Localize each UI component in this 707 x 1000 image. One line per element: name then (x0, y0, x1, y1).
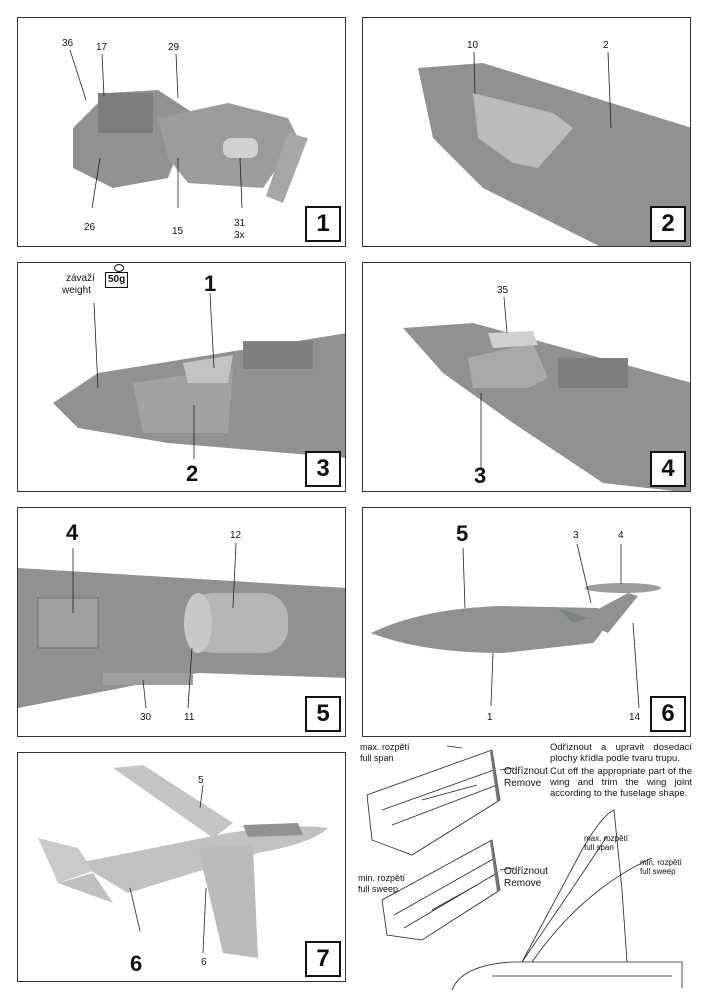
bottom-wing-label-en: full sweep (358, 884, 399, 894)
step-6-panel: 5 3 4 1 14 6 (362, 507, 691, 737)
step-3-illustration (53, 292, 345, 459)
step-4-panel: 35 3 4 (362, 262, 691, 492)
step-number-6: 6 (650, 696, 686, 732)
step-number-1: 1 (305, 206, 341, 242)
tail-min-label-cz: min. rozpětí (640, 858, 682, 867)
callout-part-3: 3 (474, 463, 487, 488)
callout-part-1: 1 (204, 271, 217, 296)
part-14-label: 14 (629, 712, 641, 723)
part-31-quantity: 3x (234, 230, 245, 241)
weight-icon (114, 264, 124, 272)
part-29-label: 29 (168, 42, 180, 53)
weight-label-cz: závaží (66, 273, 95, 284)
tail-max-label-cz: max. rozpětí (584, 834, 629, 843)
part-35-label: 35 (497, 285, 509, 296)
part-1-label: 1 (487, 712, 493, 723)
step-1-panel: 36 17 29 26 15 31 3x 1 (17, 17, 346, 247)
step-7-illustration (38, 765, 328, 958)
part-15-label: 15 (172, 226, 184, 237)
wing-instruction-en: Cut off the appropriate part of the wing… (550, 766, 692, 799)
step-number-5: 5 (305, 696, 341, 732)
part-26-label: 26 (84, 222, 96, 233)
part-36-label: 36 (62, 38, 74, 49)
callout-part-6: 6 (130, 951, 143, 976)
part-5-label: 5 (198, 775, 204, 786)
step-number-2: 2 (650, 206, 686, 242)
step-3-panel: závaží weight 50g 1 2 3 (17, 262, 346, 492)
step-number-4: 4 (650, 451, 686, 487)
part-30-label: 30 (140, 712, 152, 723)
step-6-illustration (371, 543, 661, 709)
step-5-panel: 4 12 30 11 5 (17, 507, 346, 737)
callout-part-2: 2 (186, 461, 199, 486)
callout-part-4: 4 (66, 520, 79, 545)
bottom-wing-label-cz: min. rozpětí (358, 873, 406, 883)
step-5-illustration (18, 542, 345, 709)
part-2-label: 2 (603, 40, 609, 51)
part-4-label: 4 (618, 530, 624, 541)
part-3-label: 3 (573, 530, 579, 541)
tail-min-label-en: full sweep (640, 867, 676, 876)
tail-max-label-en: full span (584, 843, 614, 852)
part-12-label: 12 (230, 530, 242, 541)
part-6-label: 6 (201, 957, 207, 968)
remove-label-en-1: Remove (504, 778, 542, 789)
remove-label-cz-1: Odříznout (504, 766, 548, 777)
remove-label-en-2: Remove (504, 878, 542, 889)
part-10-label: 10 (467, 40, 479, 51)
weight-label-en: weight (62, 285, 91, 296)
callout-part-5: 5 (456, 521, 469, 546)
step-2-illustration (418, 51, 690, 246)
step-7-panel: 5 6 6 7 (17, 752, 346, 982)
step-2-panel: 10 2 2 (362, 17, 691, 247)
wing-line-drawing (366, 745, 683, 991)
part-31-label: 31 (234, 218, 246, 229)
part-17-label: 17 (96, 42, 108, 53)
step-1-illustration (69, 49, 308, 209)
top-wing-label-en: full span (360, 753, 394, 763)
part-11-label: 11 (184, 712, 195, 723)
step-number-3: 3 (305, 451, 341, 487)
wing-diagram: max. rozpětí full span Odříznout Remove … (352, 740, 702, 998)
remove-label-cz-2: Odříznout (504, 866, 548, 877)
weight-value-badge: 50g (105, 272, 129, 288)
step-4-illustration (403, 296, 690, 491)
wing-instruction-cz: Odříznout a upravit dosedací plochy kříd… (550, 742, 692, 764)
top-wing-label-cz: max. rozpětí (360, 742, 410, 752)
step-number-7: 7 (305, 941, 341, 977)
